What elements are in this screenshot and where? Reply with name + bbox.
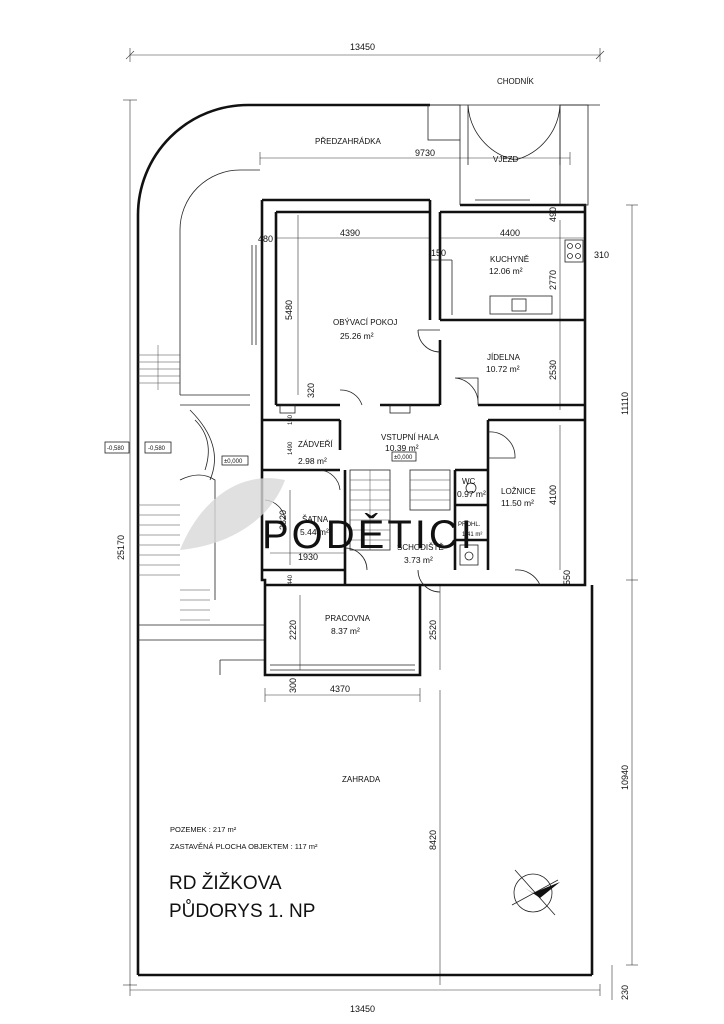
room-bedroom-area: 11.50 m² [501, 498, 534, 508]
exterior-steps [138, 345, 216, 621]
dim-wardrobe-depth: 2820 [278, 510, 288, 530]
room-study-name: PRACOVNA [325, 614, 371, 623]
room-kitchen-name: KUCHYNĚ [490, 255, 529, 264]
room-stairs-name: SCHODIŠTĚ [397, 543, 444, 552]
watermark: PODĚTICI [180, 478, 475, 557]
dim-kitchen-depth: 2770 [548, 270, 558, 290]
dim-study-300: 300 [288, 678, 298, 693]
dimension-lines [123, 48, 638, 1000]
label-sidewalk: CHODNÍK [497, 77, 535, 86]
room-wardrobe-area: 5.44 m² [300, 527, 329, 537]
room-wc-area: 0.97 m² [457, 489, 486, 499]
house-walls [260, 198, 587, 677]
dim-wardrobe-width: 1930 [298, 552, 318, 562]
dim-right-house-depth: 11110 [620, 392, 630, 415]
dim-bottom-width: 13450 [350, 1004, 375, 1014]
dim-bottom-offset: 230 [620, 985, 630, 1000]
dim-440: 440 [288, 574, 294, 585]
dim-stair-320: 320 [306, 383, 316, 398]
dim-total-depth: 25170 [116, 535, 126, 560]
dim-bedroom-550: 550 [562, 570, 572, 585]
info-plot: POZEMEK : 217 m² [170, 825, 237, 834]
room-dining-name: JÍDELNA [487, 353, 521, 362]
room-hall-area: 10.39 m² [385, 443, 419, 453]
room-vestibule-name: ZÁDVEŘÍ [298, 440, 333, 449]
room-pantry-name: PROHL. [458, 522, 481, 528]
room-pantry-area: 1.41 m² [462, 532, 482, 538]
level-left-1: -0,580 [107, 446, 125, 452]
dim-wall-150: 150 [431, 248, 446, 258]
level-zero-1: ±0,000 [224, 459, 243, 465]
north-arrow [511, 869, 560, 916]
room-living-name: OBÝVACÍ POKOJ [333, 318, 397, 327]
label-garden: ZAHRADA [342, 775, 381, 784]
dim-right-garden-depth: 10940 [620, 765, 630, 790]
room-dining-area: 10.72 m² [486, 364, 520, 374]
fittings [104, 104, 589, 671]
dim-study-width: 4370 [330, 684, 350, 694]
title-line2: PŮDORYS 1. NP [169, 900, 315, 922]
dim-study-depth: 2220 [288, 620, 298, 640]
dim-top-width: 13450 [350, 42, 375, 52]
room-bedroom-name: LOŽNICE [501, 487, 536, 496]
dim-living-width: 4390 [340, 228, 360, 238]
title-line1: RD ŽIŽKOVA [169, 872, 282, 894]
room-vestibule-area: 2.98 m² [298, 456, 327, 466]
dim-bedroom-depth: 4100 [548, 485, 558, 505]
dim-kitchen-width: 4400 [500, 228, 520, 238]
info-built-area: ZASTAVĚNÁ PLOCHA OBJEKTEM : 117 m² [170, 842, 318, 851]
dim-living-depth: 5480 [284, 300, 294, 320]
dim-right-wall-310: 310 [594, 250, 609, 260]
dim-garden-depth: 8420 [428, 830, 438, 850]
dim-dining-depth: 2530 [548, 360, 558, 380]
dim-front-garden: 9730 [415, 148, 435, 158]
label-front-garden: PŘEDZAHRÁDKA [315, 137, 381, 146]
level-left-2: -0,580 [148, 446, 166, 452]
dim-1490: 1490 [288, 441, 294, 455]
dim-hall-depth: 2520 [428, 620, 438, 640]
room-wardrobe-name: ŠATNA [302, 515, 329, 524]
watermark-text: PODĚTICI [262, 512, 475, 557]
site-boundary [136, 103, 600, 977]
dim-right-wall-490: 490 [548, 207, 558, 222]
room-hall-name: VSTUPNÍ HALA [381, 433, 439, 442]
room-stairs-area: 3.73 m² [404, 555, 433, 565]
room-wc-name: WC [462, 477, 476, 486]
room-kitchen-area: 12.06 m² [489, 266, 523, 276]
dim-150b: 150 [288, 414, 294, 425]
dim-left-wall: 480 [258, 234, 273, 244]
label-driveway: VJEZD [493, 155, 519, 164]
room-study-area: 8.37 m² [331, 626, 360, 636]
level-zero-2: ±0,000 [394, 455, 413, 461]
room-living-area: 25.26 m² [340, 331, 374, 341]
